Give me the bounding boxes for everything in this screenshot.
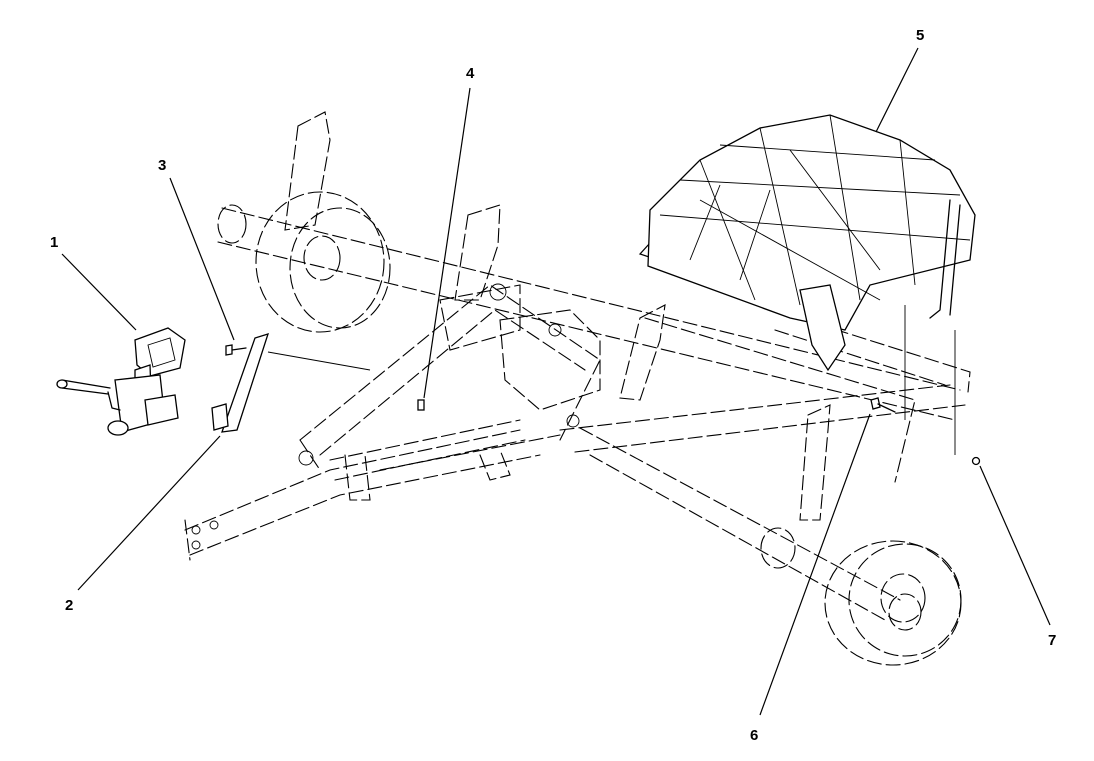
mount-bolt [225, 344, 371, 371]
basket-cage [638, 114, 976, 372]
callout-leaders [61, 47, 1051, 716]
right-wheel [824, 540, 962, 666]
callout-1: 1 [50, 234, 58, 251]
callout-7: 7 [1048, 632, 1056, 649]
nut-7 [954, 330, 981, 466]
callout-3: 3 [158, 157, 166, 174]
left-wheel [255, 191, 391, 333]
callout-4: 4 [466, 65, 475, 82]
hitch-pin [417, 399, 425, 411]
callout-5: 5 [916, 27, 924, 44]
bolt-6 [870, 305, 906, 420]
callout-2: 2 [65, 597, 73, 614]
trailer-frame [184, 111, 971, 631]
jack-assembly [56, 327, 186, 436]
callout-6: 6 [750, 727, 758, 744]
jack-mount-plate [211, 333, 270, 433]
